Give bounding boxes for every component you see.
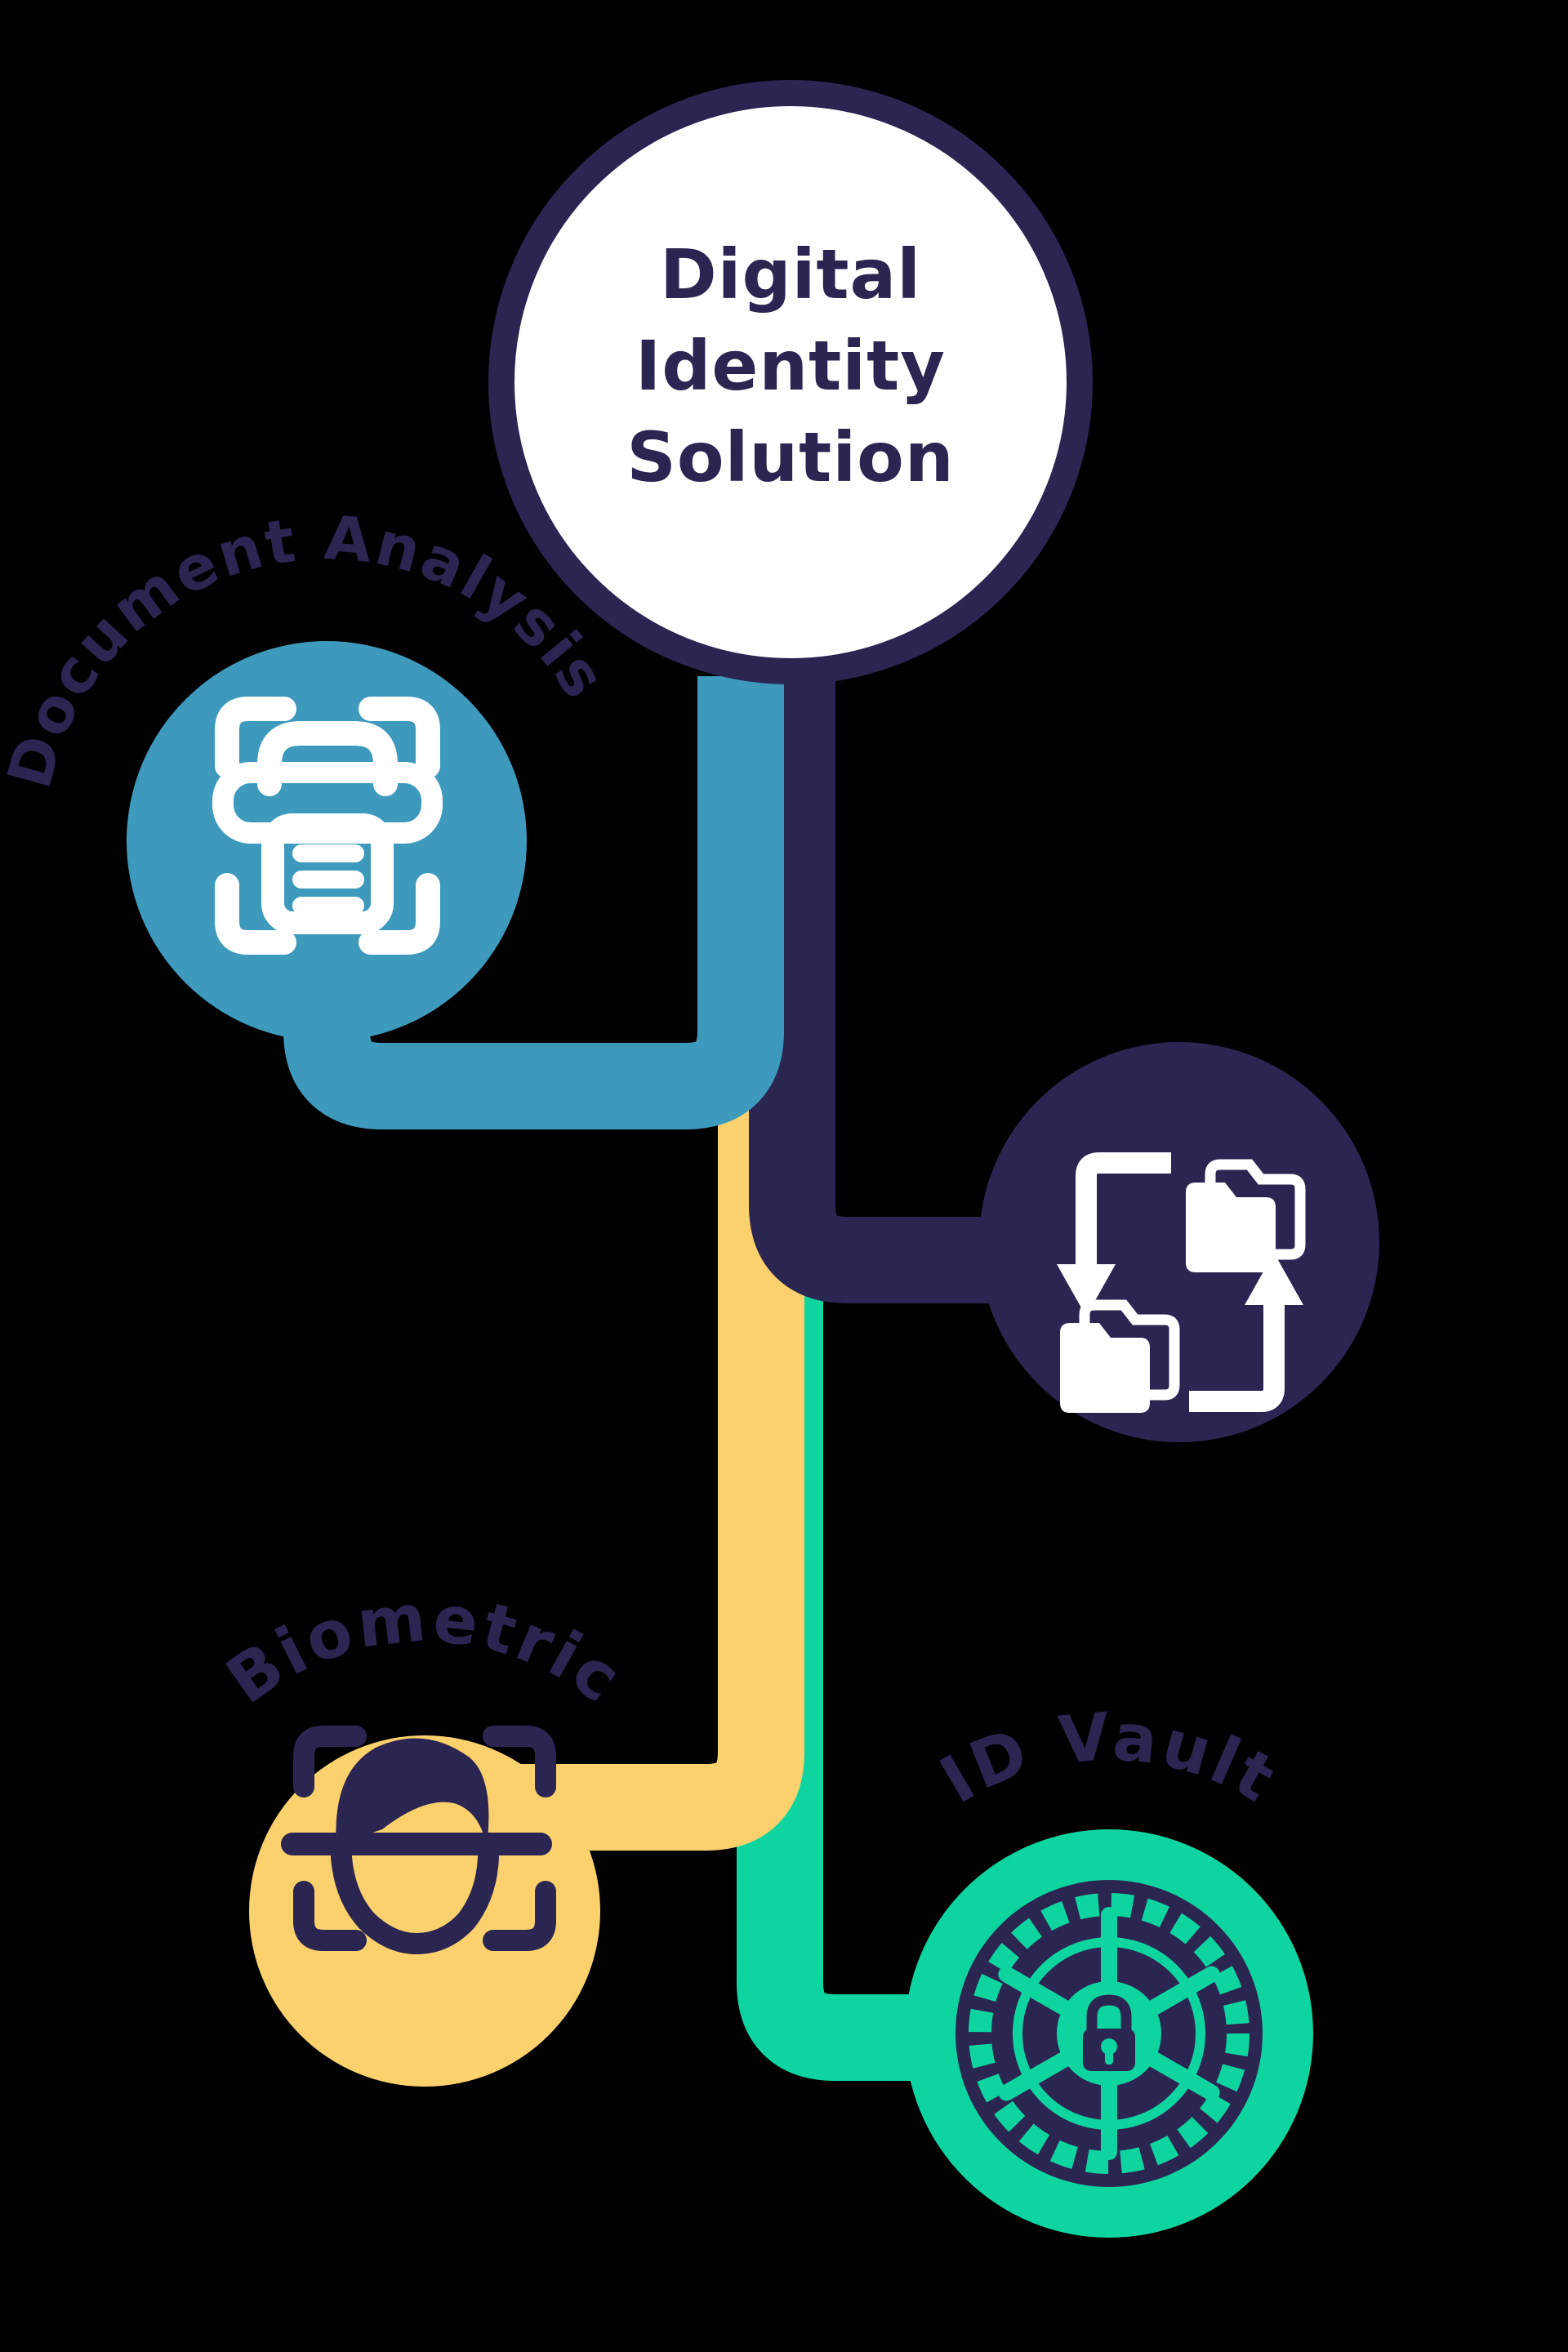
node-document-analysis xyxy=(127,641,527,1041)
connector-data-exchange xyxy=(749,676,1025,1303)
vault-icon xyxy=(956,1880,1263,2187)
label-biometric: Biometric xyxy=(213,1579,637,1719)
connector-id-vault xyxy=(737,1225,1017,2081)
central-circle-ring xyxy=(488,80,1093,684)
document-scan-icon xyxy=(212,697,443,955)
face-scan-icon xyxy=(281,1726,556,1955)
connector-biometric xyxy=(490,1049,804,1851)
folder-transfer-icon xyxy=(1057,1152,1303,1413)
node-central: Digital Identity Solution xyxy=(488,80,1093,684)
connector-document-analysis xyxy=(283,676,784,1129)
central-title-line-1: Digital xyxy=(660,234,921,314)
node-id-vault xyxy=(905,1829,1313,2238)
central-title-line-2: Identity xyxy=(635,326,946,406)
label-id-vault: ID Vault xyxy=(928,1699,1290,1818)
node-data-exchange xyxy=(979,1042,1379,1442)
node-biometric xyxy=(249,1726,600,2087)
central-title-line-3: Solution xyxy=(626,417,954,497)
